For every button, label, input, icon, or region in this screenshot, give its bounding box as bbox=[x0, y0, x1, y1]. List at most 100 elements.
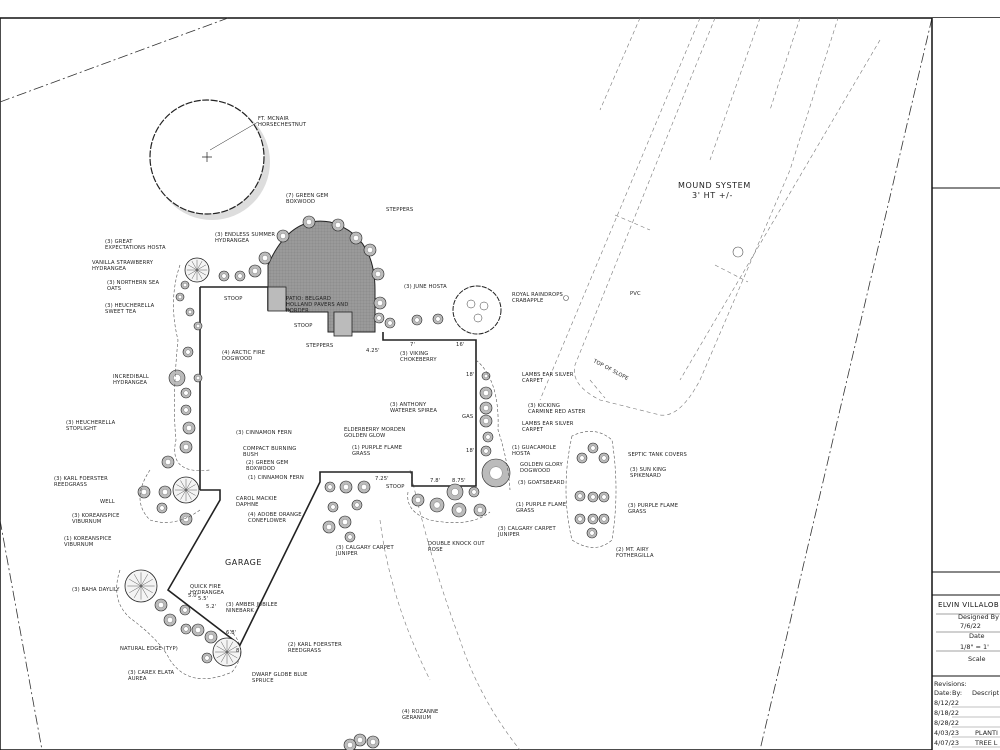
dimension-label: 8.75' bbox=[452, 478, 466, 484]
plant-label: (3) CINNAMON FERN bbox=[236, 430, 292, 436]
plant-label: SEPTIC TANK COVERS bbox=[628, 452, 687, 458]
dimension-label: 5.2' bbox=[206, 604, 216, 610]
mound-label: MOUND SYSTEM bbox=[678, 181, 751, 190]
plant-label: (1) CINNAMON FERN bbox=[248, 475, 304, 481]
dimension-label: 4.25' bbox=[366, 348, 380, 354]
sheet-border bbox=[0, 17, 1000, 750]
revision-date: 4/07/23 bbox=[934, 739, 959, 747]
plant-label: STOOP bbox=[224, 296, 243, 302]
plant-label: WELL bbox=[100, 499, 115, 505]
top-of-slope-label: TOP OF SLOPE bbox=[591, 358, 629, 382]
scale-label: Scale bbox=[968, 655, 986, 663]
revision-date: 8/18/22 bbox=[934, 709, 959, 717]
date-label: Date bbox=[969, 632, 985, 640]
revision-date: 4/03/23 bbox=[934, 729, 959, 737]
dimension-label: 5.0' bbox=[188, 593, 198, 599]
dimension-label: 7' bbox=[410, 342, 415, 348]
dimension-label: 18' bbox=[466, 448, 474, 454]
rev-col-desc: Descript bbox=[972, 689, 1000, 697]
revision-date: 8/28/22 bbox=[934, 719, 959, 727]
garage-label: GARAGE bbox=[225, 558, 262, 567]
scale-value: 1/8" = 1' bbox=[960, 643, 989, 651]
dimension-label: 5.5' bbox=[198, 596, 208, 602]
gas-label: GAS bbox=[462, 414, 473, 420]
dimension-label: 16' bbox=[456, 342, 464, 348]
mound-height-label: 3' HT +/- bbox=[692, 191, 733, 200]
rev-col-by: By: bbox=[952, 689, 962, 697]
front-stoop-label: STOOP bbox=[386, 484, 405, 490]
plant-label: STEPPERS bbox=[306, 343, 333, 349]
plant-label: (3) JUNE HOSTA bbox=[404, 284, 447, 290]
revision-desc: TREE L bbox=[974, 739, 998, 747]
revision-rows: 8/12/22 8/18/22 8/28/22 4/03/23 PLANTI 4/07/2… bbox=[934, 699, 1000, 748]
revision-desc: PLANTI bbox=[975, 729, 998, 737]
plant-label: (3) BAHA DAYLILY bbox=[72, 587, 120, 593]
revision-date: 8/12/22 bbox=[934, 699, 959, 707]
dimension-label: 7.8' bbox=[430, 478, 440, 484]
plant-label: STEPPERS bbox=[386, 207, 413, 213]
dimension-labels: 4.25' 7' 16' 18' 18' 7.25' 7.8' 8.75' 5.0' 5.2' 5.… bbox=[188, 342, 474, 654]
pvc-label: PVC bbox=[630, 291, 641, 297]
dimension-label: 8' bbox=[236, 648, 241, 654]
dimension-label: 6.8' bbox=[226, 630, 236, 636]
designed-by-label: Designed By bbox=[958, 613, 999, 621]
designer-name: ELVIN VILLALOB bbox=[938, 601, 999, 609]
horsechestnut-tree-symbol bbox=[149, 99, 270, 220]
revisions-label: Revisions: bbox=[934, 680, 967, 688]
plant-symbols bbox=[116, 215, 617, 750]
mound-system bbox=[379, 17, 881, 750]
plant-label: NATURAL EDGE (TYP) bbox=[120, 646, 178, 652]
dimension-label: 7.25' bbox=[375, 476, 389, 482]
title-block: ELVIN VILLALOB Designed By 7/6/22 Date 1… bbox=[931, 18, 1000, 750]
property-lines bbox=[0, 17, 933, 750]
dimension-label: 18' bbox=[466, 372, 474, 378]
plant-label: (3) GOATSBEARD bbox=[518, 480, 565, 486]
design-date: 7/6/22 bbox=[960, 622, 981, 630]
plant-label: STOOP bbox=[294, 323, 313, 329]
rev-col-date: Date: bbox=[934, 689, 952, 697]
